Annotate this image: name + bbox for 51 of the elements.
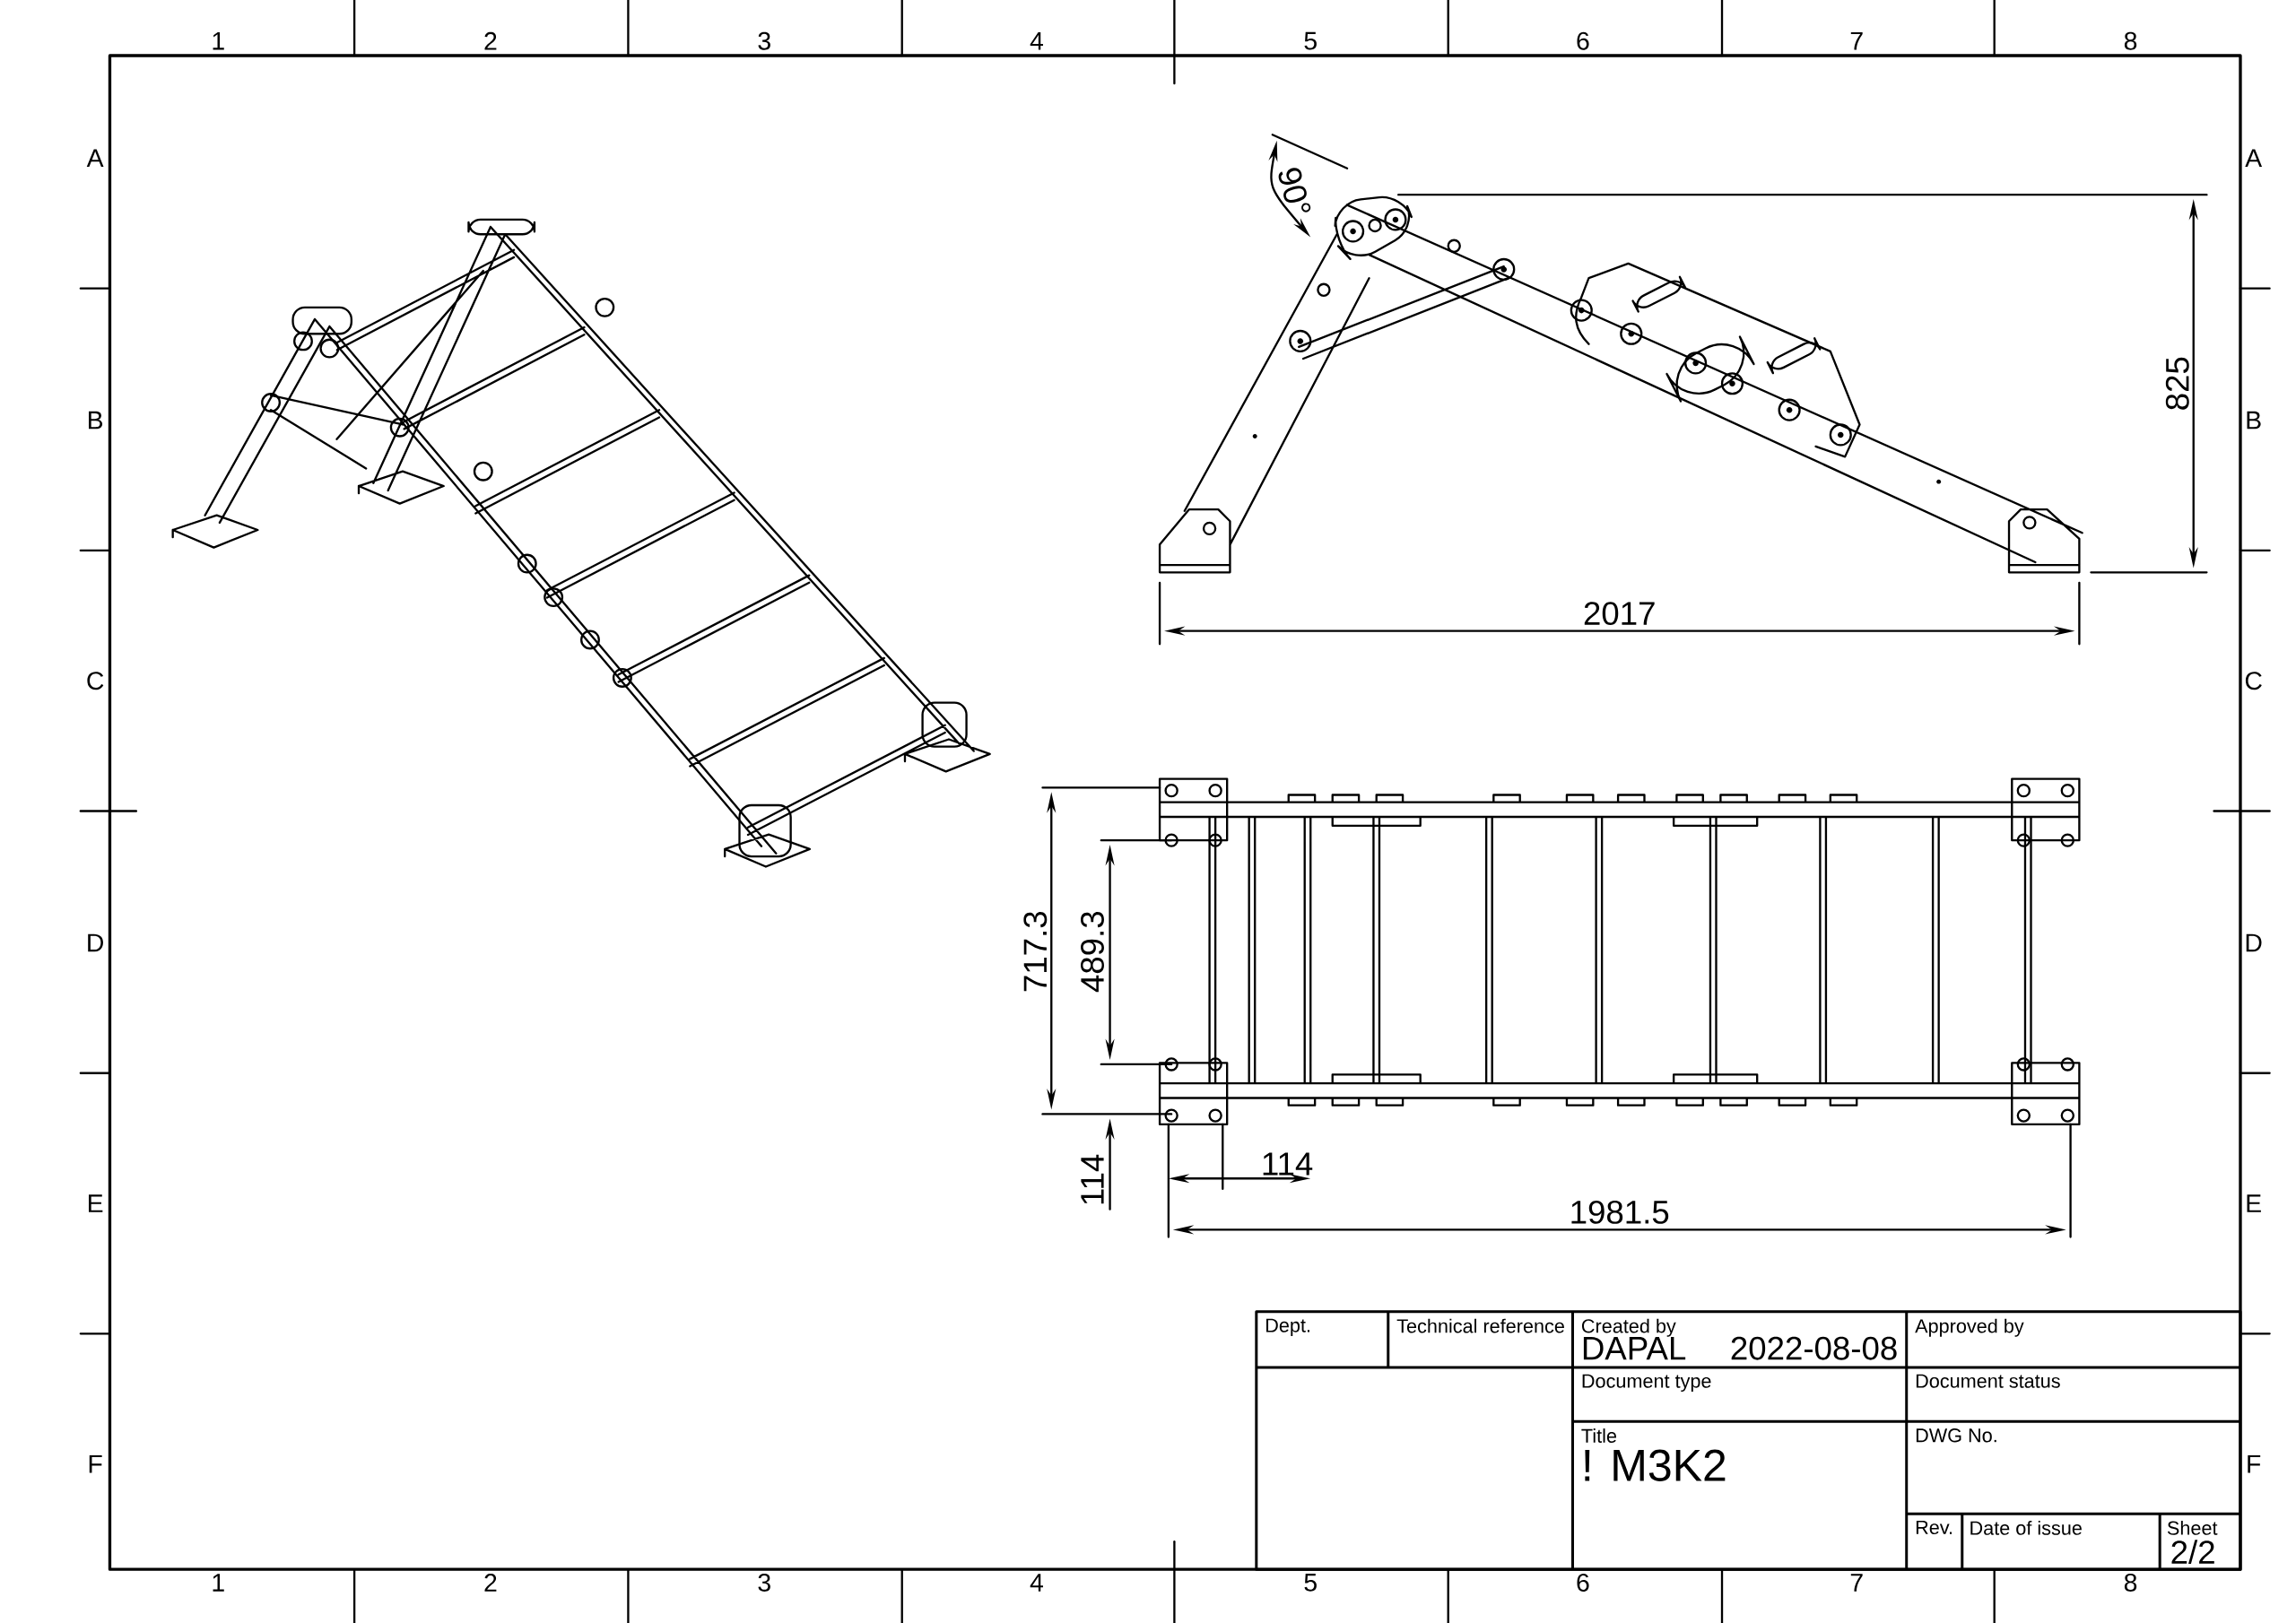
title-block-label: Sheet [2167,1520,2218,1535]
dimension-text: 114 [1263,1152,1313,1176]
grid-reference: 3 [758,31,770,50]
title-block-label: Document status [1916,1374,2060,1388]
dimension-text: 825 [2165,357,2189,410]
grid-reference: 6 [1577,31,1589,50]
grid-reference: 4 [1030,32,1043,50]
grid-reference: C [2245,672,2262,690]
title-block-label: Document type [1582,1374,1711,1393]
grid-reference: 7 [1850,32,1863,50]
grid-reference: 1 [213,32,224,50]
title-block-value: 2022-08-08 [1731,1336,1897,1360]
title-block-label: Date of issue [1970,1520,2082,1535]
grid-reference: 2 [484,1574,497,1592]
dimension-text: 114 [1081,1154,1104,1204]
title-block-label: Title [1581,1428,1617,1443]
grid-reference: 4 [1030,1574,1043,1592]
grid-reference: 8 [2124,1573,2137,1592]
grid-reference: 5 [1304,1574,1317,1592]
drawing-title: ! M3K2 [1585,1449,1726,1481]
title-block-value: 2/2 [2171,1540,2214,1565]
grid-reference: 8 [2124,31,2137,50]
grid-reference: A [2245,149,2263,168]
grid-reference: A [86,149,104,168]
title-block-value: DAPAL [1583,1337,1686,1360]
grid-reference: D [88,933,103,952]
dimension-text: 2017 [1584,602,1655,626]
grid-reference: C [87,672,104,690]
dimension-text: 717.3 [1023,912,1048,992]
grid-reference: E [2247,1194,2261,1212]
grid-reference: 7 [1850,1574,1863,1592]
title-block-label: Dept. [1266,1318,1309,1337]
grid-reference: F [2248,1454,2261,1473]
title-block-label: DWG No. [1916,1428,1996,1443]
dimension-text: 90° [1278,168,1311,213]
dimension-text: 489.3 [1081,912,1104,993]
title-block-label: Created by [1582,1318,1676,1337]
grid-reference: F [89,1454,102,1473]
grid-reference: B [2247,411,2261,430]
dimension-text: 1981.5 [1571,1200,1669,1224]
title-block-label: Approved by [1915,1318,2024,1337]
grid-reference: 5 [1304,31,1317,50]
grid-reference: B [89,411,103,430]
grid-reference: 2 [484,31,497,50]
title-block-label: Rev. [1916,1520,1952,1535]
grid-reference: 3 [758,1573,770,1592]
grid-reference: E [89,1194,103,1212]
grid-reference: 1 [213,1574,224,1592]
grid-reference: 6 [1577,1573,1589,1592]
title-block-label: Technical reference [1396,1318,1564,1333]
grid-reference: D [2246,933,2262,952]
